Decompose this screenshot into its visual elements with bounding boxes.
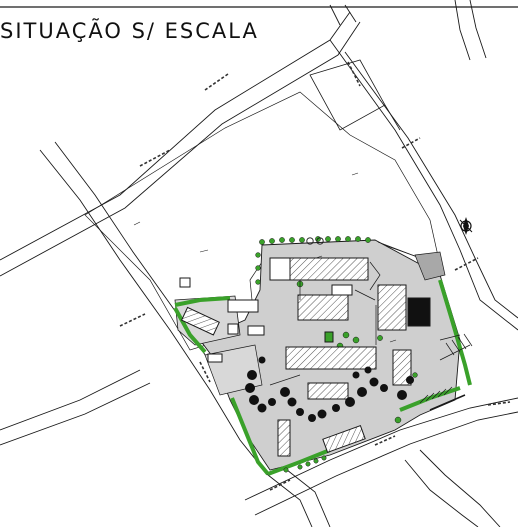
building-west-wing: [180, 306, 220, 336]
building-west-a: [227, 299, 259, 313]
lot-rectangle: [309, 59, 386, 131]
building-service: [407, 297, 431, 327]
garden-patch: [324, 331, 334, 343]
building-lower: [322, 424, 366, 454]
hedge-rings: [306, 237, 324, 245]
building-east: [377, 284, 407, 331]
building-north-annex: [269, 257, 291, 281]
north-arrow-icon: [459, 217, 473, 235]
building-north: [277, 257, 369, 281]
buildings: [179, 257, 431, 457]
small-annotations: [133, 172, 397, 343]
trees: [245, 356, 414, 422]
green-belts: [173, 279, 472, 476]
building-south: [285, 346, 377, 370]
building-west-c: [247, 325, 265, 336]
building-gate: [207, 353, 223, 363]
hedge-dots: [255, 236, 418, 473]
drawing-title: SITUAÇÃO S/ ESCALA: [0, 19, 259, 43]
parking-stripes: [419, 333, 473, 404]
building-annex-south: [277, 419, 291, 457]
building-south-east: [392, 349, 412, 386]
road-markings: [119, 61, 511, 491]
building-west-b: [227, 323, 239, 335]
building-link: [331, 284, 353, 296]
building-center: [297, 294, 349, 321]
internal-paths: [269, 241, 471, 411]
building-block: [307, 382, 349, 400]
building-kiosk: [179, 277, 191, 288]
